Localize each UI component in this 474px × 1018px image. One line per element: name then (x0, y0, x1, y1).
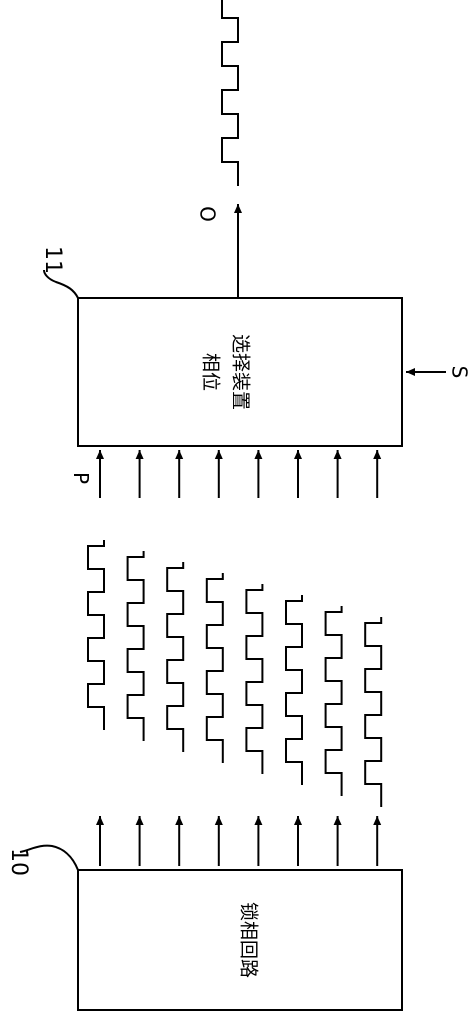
phase-waveform-2 (126, 551, 145, 741)
phase-waveform-1 (87, 540, 105, 730)
output-label: O (196, 206, 220, 222)
phase-selector-ref-leader (43, 269, 79, 299)
phase-selector-label-line1: 相位 (200, 353, 222, 391)
phase-waveform-4 (205, 573, 224, 763)
phase-selector-input-arrows (96, 450, 382, 498)
pll-block (77, 869, 403, 1011)
phase-selector-ref-number: 11 (40, 246, 65, 274)
phase-waveform-5 (245, 584, 264, 774)
phase-input-label: P (69, 472, 93, 484)
phase-selector-block (77, 297, 403, 447)
phase-waveform-8 (364, 617, 383, 807)
select-signal-label: S (448, 366, 472, 379)
phase-waveform-3 (166, 562, 185, 752)
output-waveform (221, 0, 239, 186)
pll-label: 锁相回路 (238, 902, 260, 978)
pll-output-arrows (96, 816, 382, 866)
phase-clock-waveforms (87, 540, 383, 807)
phase-waveform-7 (324, 606, 343, 796)
pll-ref-leader (19, 844, 79, 871)
phase-waveform-6 (285, 595, 303, 785)
pll-ref-number: 10 (6, 848, 31, 876)
phase-selector-label-line2: 选择装置 (230, 334, 252, 410)
